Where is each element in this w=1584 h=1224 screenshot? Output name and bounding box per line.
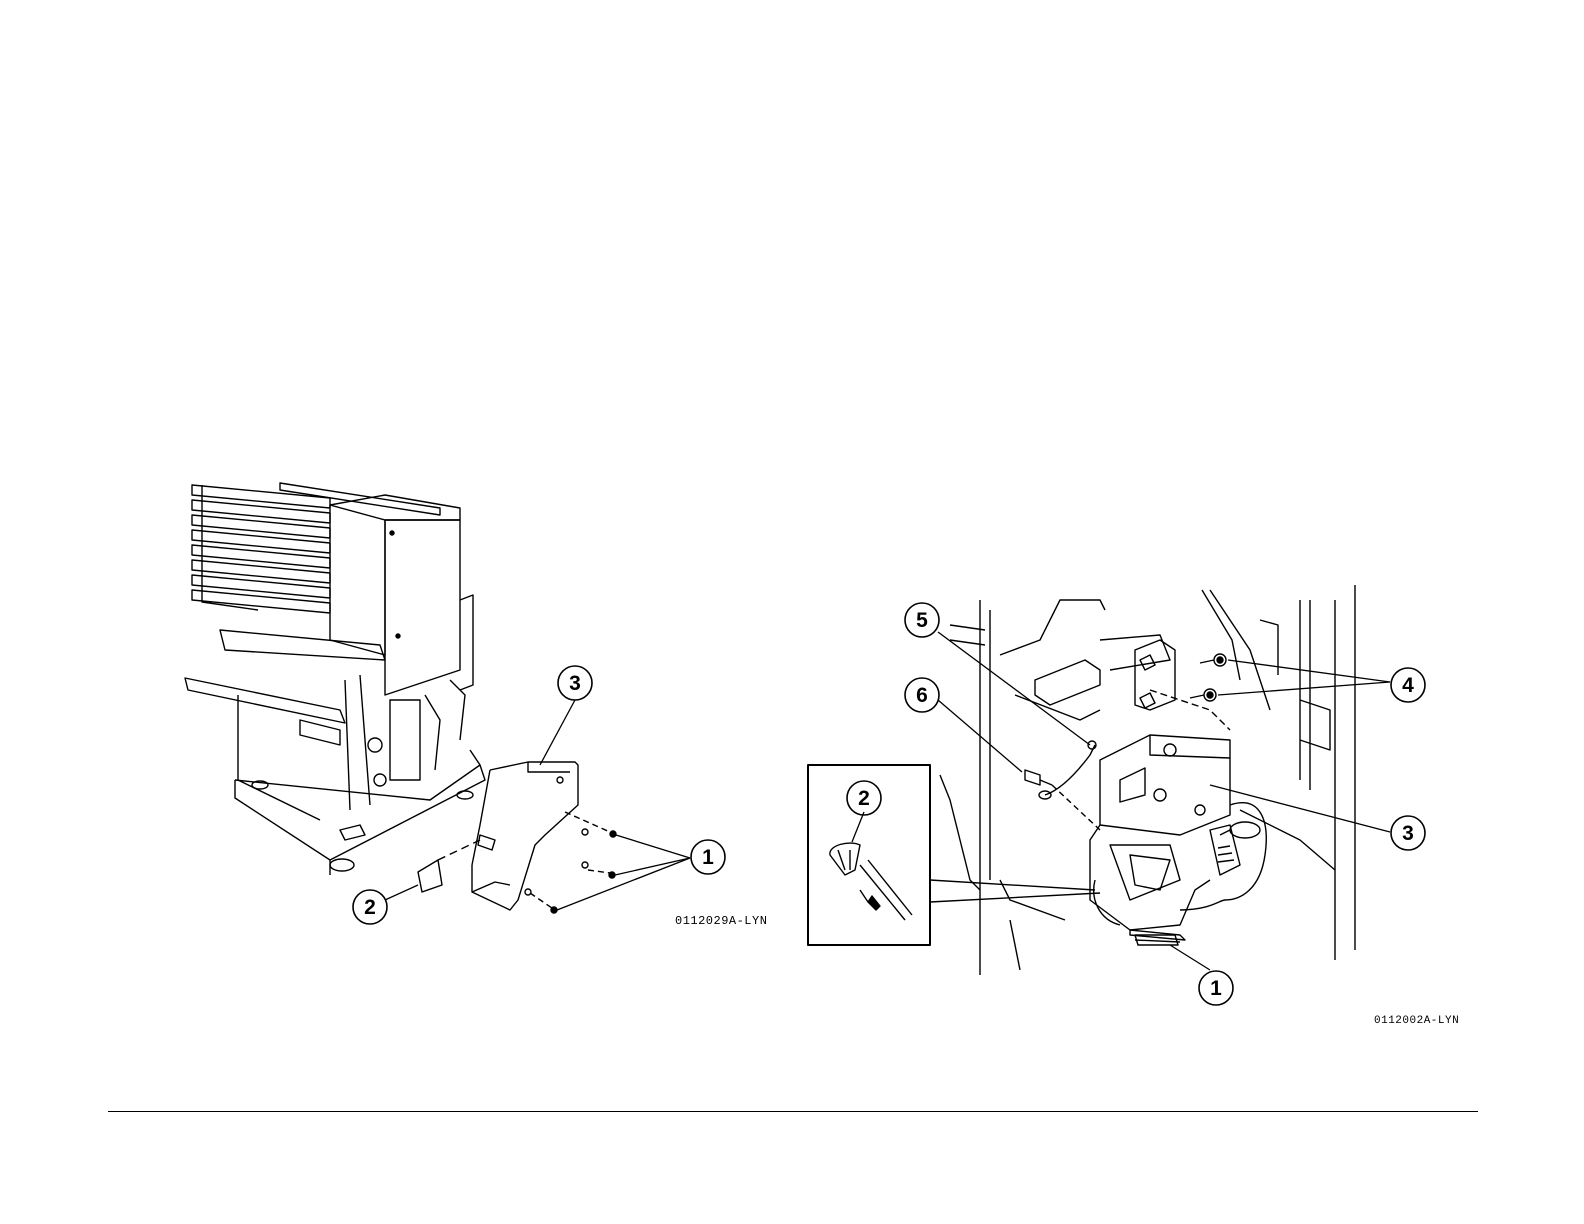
page-bottom-rule [108, 1111, 1478, 1112]
screws [530, 812, 616, 913]
callout-labels-right: 5 6 4 3 1 2 [858, 609, 1414, 1000]
finisher-base [185, 630, 485, 875]
ground-screw [1025, 741, 1100, 830]
callout-1: 1 [702, 846, 714, 869]
callout-circles-right [847, 603, 1425, 1005]
finisher-illustration: 3 1 2 [180, 480, 790, 960]
figure-left-finisher: 3 1 2 0112029A-LYN [180, 480, 790, 960]
frame [940, 585, 1355, 975]
callout-2: 2 [858, 787, 870, 810]
screws-4 [1150, 654, 1230, 730]
figure-id-label: 0112029A-LYN [675, 914, 767, 928]
output-trays [192, 485, 330, 613]
rear-cover [472, 762, 588, 910]
finisher-tower [280, 483, 473, 695]
callout-3: 3 [1402, 822, 1414, 845]
stapler-unit [1090, 735, 1266, 942]
callout-4: 4 [1402, 674, 1414, 697]
callout-labels: 3 1 2 [364, 672, 714, 919]
callout-1: 1 [1210, 977, 1222, 1000]
callout-3: 3 [569, 672, 581, 695]
callout-5: 5 [916, 609, 928, 632]
stapler-illustration: 5 6 4 3 1 2 [800, 580, 1470, 1030]
callout-6: 6 [916, 684, 928, 707]
figure-id-label: 0112002A-LYN [1374, 1015, 1459, 1027]
callout-circles [353, 666, 725, 924]
inset-box [808, 765, 1100, 945]
leader-lines [385, 700, 690, 910]
callout-2: 2 [364, 896, 376, 919]
bracket-part [418, 840, 480, 892]
figure-right-stapler: 5 6 4 3 1 2 0112002A-LYN [800, 580, 1470, 1030]
